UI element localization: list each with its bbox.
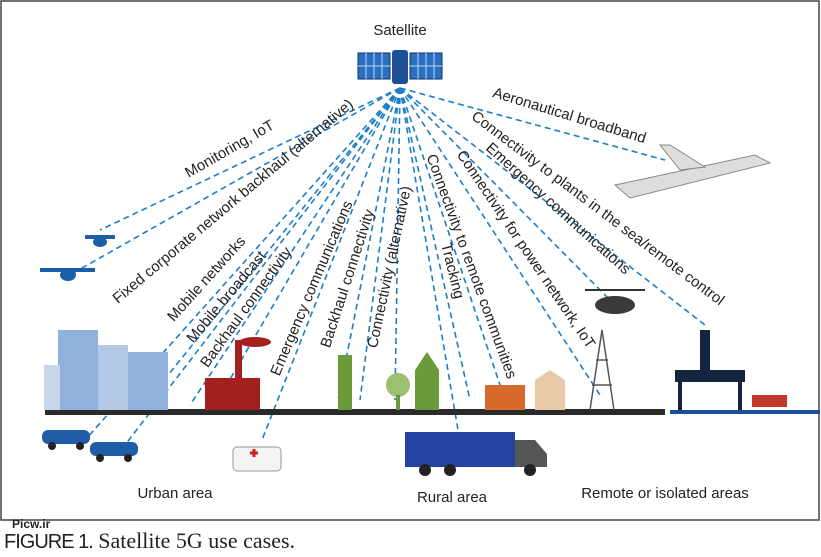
car-icon [42, 430, 138, 462]
satellite-icon [357, 50, 443, 84]
satellite-label: Satellite [373, 22, 426, 39]
drone-icon [40, 235, 115, 281]
area-label-rural: Rural area [417, 489, 488, 506]
ground-line [45, 409, 665, 415]
area-label-remote: Remote or isolated areas [581, 485, 749, 502]
power-tower-icon [589, 329, 615, 411]
link-label-connectivity-alt: Connectivity (alternative) [364, 185, 415, 350]
truck-icon [405, 432, 547, 476]
figure-number: FIGURE 1. [4, 531, 94, 553]
offshore-platform-icon [670, 330, 820, 414]
helicopter-icon [585, 289, 645, 314]
link-rays [74, 87, 706, 446]
factory-icon [205, 337, 271, 410]
figure-border [0, 0, 820, 521]
watermark: Picw.ir [12, 517, 51, 531]
city-buildings-icon [44, 330, 168, 410]
ambulance-icon [232, 446, 282, 472]
link-label-remote-communities: Connectivity to remote communities [423, 152, 520, 381]
figure-caption: FIGURE 1. Satellite 5G use cases. [4, 528, 295, 554]
airplane-icon [613, 144, 772, 199]
rural-village-icon [338, 352, 565, 410]
area-label-urban: Urban area [137, 485, 213, 502]
caption-text: Satellite 5G use cases. [98, 528, 296, 553]
